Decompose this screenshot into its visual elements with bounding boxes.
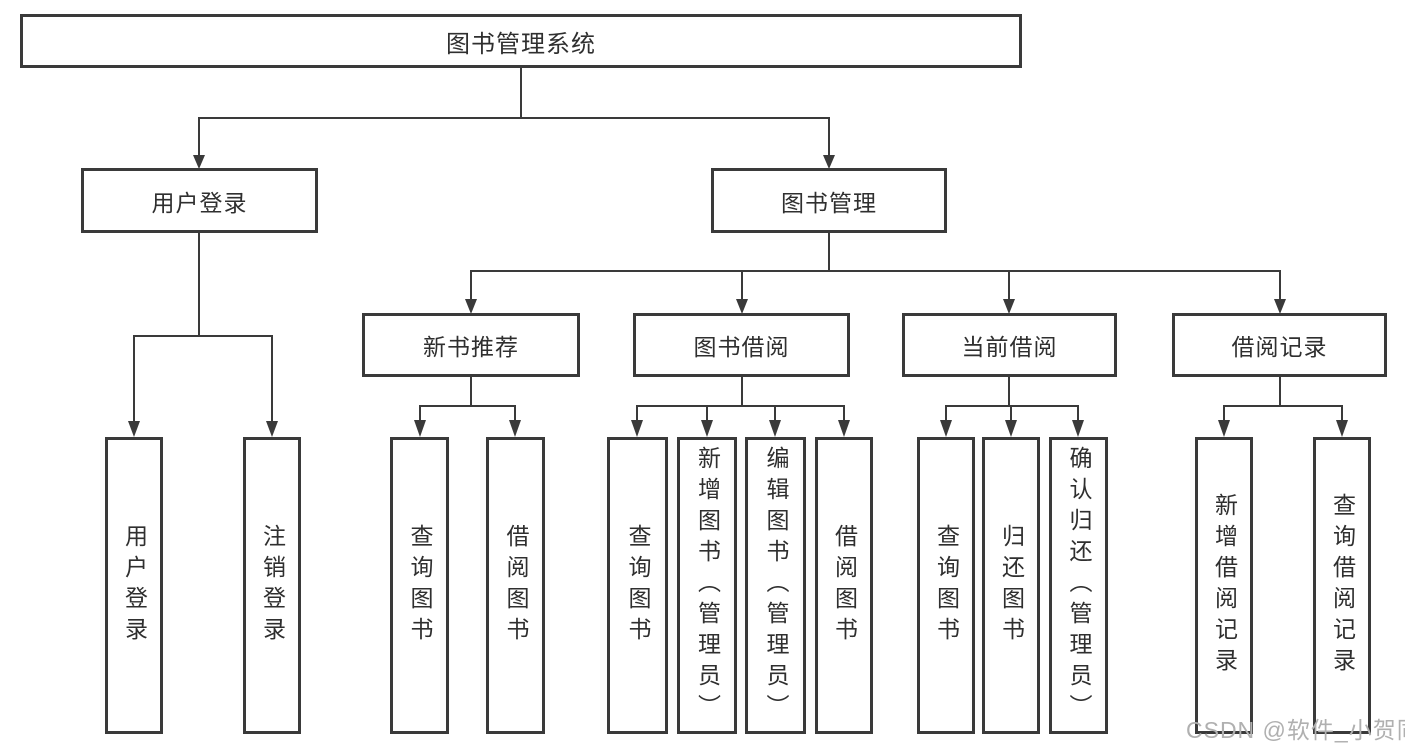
leaf-logout: 注销登录 — [243, 437, 301, 734]
leaf-record-query-label: 查询借阅记录 — [1329, 492, 1356, 679]
leaf-current-return-label: 归还图书 — [998, 523, 1025, 648]
node-current-borrow-label: 当前借阅 — [961, 334, 1058, 360]
node-root-label: 图书管理系统 — [446, 30, 596, 58]
leaf-borrow-add-admin: 新增图书（管理员） — [677, 437, 737, 734]
leaf-newbook-borrow: 借阅图书 — [486, 437, 545, 734]
leaf-borrow-borrow-label: 借阅图书 — [831, 523, 858, 648]
leaf-user-login-label: 用户登录 — [121, 523, 148, 648]
node-new-book-recommend-label: 新书推荐 — [423, 334, 519, 360]
node-borrow-records: 借阅记录 — [1172, 313, 1387, 377]
leaf-borrow-query: 查询图书 — [607, 437, 668, 734]
leaf-current-query: 查询图书 — [917, 437, 975, 734]
leaf-record-add-label: 新增借阅记录 — [1211, 492, 1238, 679]
node-root: 图书管理系统 — [20, 14, 1022, 68]
leaf-newbook-query: 查询图书 — [390, 437, 449, 734]
node-user-login: 用户登录 — [81, 168, 318, 233]
watermark: CSDN @软件_小贺同学 — [1186, 717, 1405, 743]
node-book-borrow-label: 图书借阅 — [693, 334, 790, 360]
leaf-borrow-add-admin-label: 新增图书（管理员） — [694, 446, 721, 725]
leaf-borrow-query-label: 查询图书 — [625, 523, 651, 648]
node-current-borrow: 当前借阅 — [902, 313, 1117, 377]
leaf-user-login: 用户登录 — [105, 437, 163, 734]
leaf-current-query-label: 查询图书 — [933, 523, 960, 648]
node-book-management-label: 图书管理 — [781, 189, 877, 216]
leaf-newbook-borrow-label: 借阅图书 — [503, 523, 529, 648]
leaf-logout-label: 注销登录 — [259, 523, 286, 648]
leaf-current-return: 归还图书 — [982, 437, 1040, 734]
node-book-borrow: 图书借阅 — [633, 313, 850, 377]
leaf-current-confirm-admin-label: 确认归还（管理员） — [1066, 446, 1092, 725]
node-user-login-label: 用户登录 — [151, 189, 248, 216]
leaf-borrow-borrow: 借阅图书 — [815, 437, 873, 734]
leaf-record-query: 查询借阅记录 — [1313, 437, 1371, 734]
node-borrow-records-label: 借阅记录 — [1231, 334, 1328, 360]
leaf-current-confirm-admin: 确认归还（管理员） — [1049, 437, 1108, 734]
node-book-management: 图书管理 — [711, 168, 947, 233]
leaf-borrow-edit-admin: 编辑图书（管理员） — [745, 437, 806, 734]
leaf-newbook-query-label: 查询图书 — [407, 523, 433, 648]
node-new-book-recommend: 新书推荐 — [362, 313, 580, 377]
leaf-record-add: 新增借阅记录 — [1195, 437, 1253, 734]
leaf-borrow-edit-admin-label: 编辑图书（管理员） — [763, 446, 789, 725]
